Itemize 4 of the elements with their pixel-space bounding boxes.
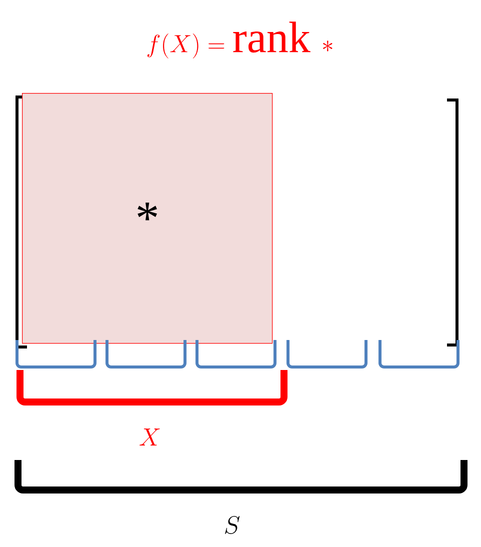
shaded-square: *: [22, 93, 273, 344]
bracket-label: $X$: [140, 428, 160, 446]
bracket-label: $S$: [225, 516, 240, 534]
title-formula: $f(X) = \mathrm{rank}\ *$: [147, 22, 332, 58]
